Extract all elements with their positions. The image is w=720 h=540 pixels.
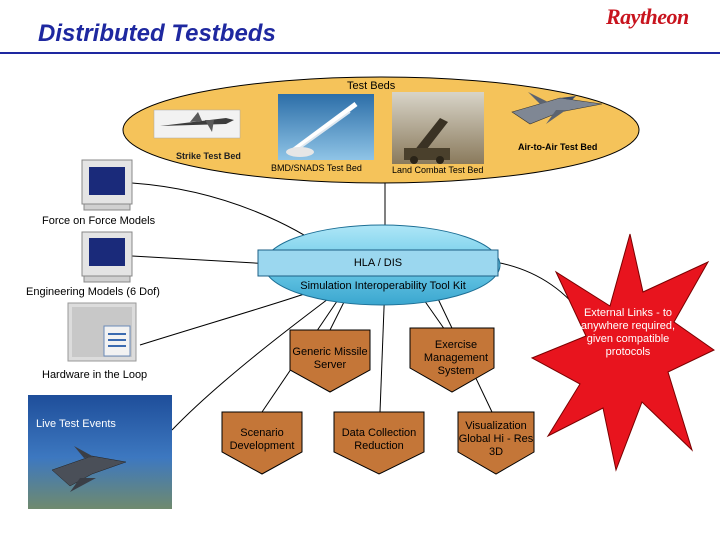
engineering-computer xyxy=(81,231,133,283)
hla-dis-label: HLA / DIS xyxy=(353,257,403,269)
strike-label: Strike Test Bed xyxy=(176,151,241,161)
title-divider xyxy=(0,52,720,54)
missile-server-shape xyxy=(289,329,371,393)
line-live xyxy=(171,289,341,431)
visualization-label: Visualization Global Hi - Res 3D xyxy=(458,420,534,458)
hitl-image xyxy=(67,302,137,362)
scenario-label: Scenario Development xyxy=(229,427,295,452)
missile-server-label: Generic Missile Server xyxy=(292,346,368,371)
hitl-label: Hardware in the Loop xyxy=(42,369,148,381)
live-test-image xyxy=(28,395,172,509)
air-label: Air-to-Air Test Bed xyxy=(518,142,598,152)
raytheon-logo: Raytheon xyxy=(606,4,689,29)
external-links-burst xyxy=(530,233,715,472)
data-collection-label: Data Collection Reduction xyxy=(341,427,417,452)
data-collection-shape xyxy=(333,411,425,475)
strike-image xyxy=(153,109,241,139)
sitk-label: Simulation Interoperability Tool Kit xyxy=(300,280,466,292)
test-beds-ellipse xyxy=(122,76,640,184)
force-computer xyxy=(81,159,133,211)
land-image xyxy=(392,92,484,164)
line-engineering xyxy=(131,255,273,265)
hla-dis-bar xyxy=(257,249,499,277)
visualization-shape xyxy=(457,411,535,475)
scenario-shape xyxy=(221,411,303,475)
exercise-system-shape xyxy=(409,327,495,393)
exercise-system-label: Exercise Management System xyxy=(423,339,489,377)
live-test-label: Live Test Events xyxy=(36,418,116,430)
engineering-label: Engineering Models (6 Dof) xyxy=(26,286,160,298)
bmd-label: BMD/SNADS Test Bed xyxy=(271,163,362,173)
page-title: Distributed Testbeds xyxy=(38,20,276,47)
air-image xyxy=(511,92,603,125)
bmd-image xyxy=(278,94,374,160)
external-links-label: External Links - to anywhere required, g… xyxy=(580,307,676,358)
force-label: Force on Force Models xyxy=(42,215,156,227)
land-label: Land Combat Test Bed xyxy=(392,165,484,175)
test-beds-header: Test Beds xyxy=(347,80,396,92)
